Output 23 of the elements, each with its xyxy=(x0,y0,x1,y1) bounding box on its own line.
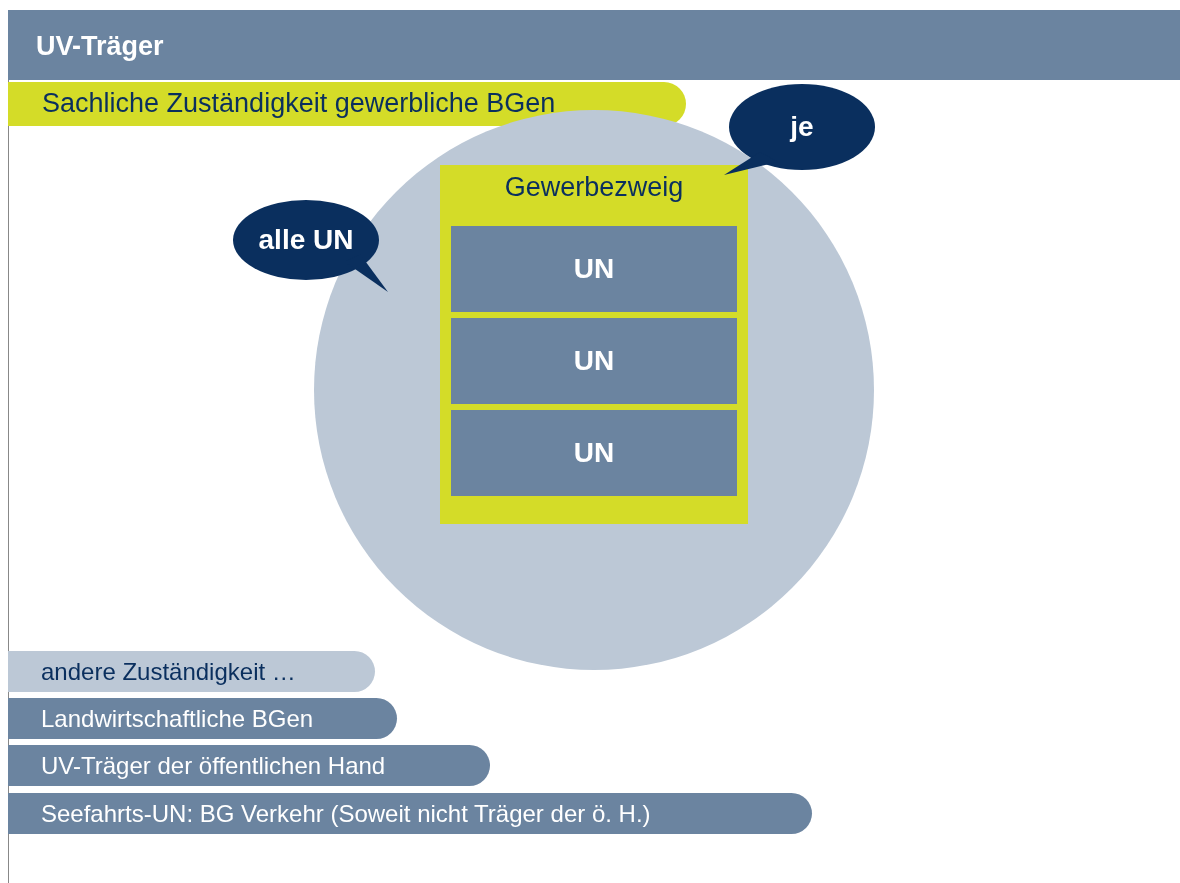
label: Landwirtschaftliche BGen xyxy=(41,705,314,732)
company-box xyxy=(451,226,737,312)
label: alle UN xyxy=(258,224,354,256)
category-band xyxy=(8,745,490,786)
label: UN xyxy=(573,437,615,469)
label: UV-Träger der öffentlichen Hand xyxy=(41,752,386,779)
label: UN xyxy=(573,345,615,377)
label: Seefahrts-UN: BG Verkehr (Soweit nicht Träger der ö. H.) xyxy=(41,800,651,827)
title: UV-Träger xyxy=(36,31,164,62)
branch-box xyxy=(440,165,748,524)
category-band xyxy=(8,651,375,692)
label: Sachliche Zuständigkeit gewerbliche BGen xyxy=(42,89,556,119)
label: je xyxy=(790,111,814,143)
speech-bubble xyxy=(724,82,876,177)
company-box xyxy=(451,410,737,496)
heading-band xyxy=(8,82,686,126)
speech-bubble xyxy=(232,198,390,294)
category-band xyxy=(8,793,812,834)
category-band xyxy=(8,698,397,739)
company-box xyxy=(451,318,737,404)
label: UN xyxy=(573,253,615,285)
label: andere Zuständigkeit … xyxy=(41,658,296,685)
label: Gewerbezweig xyxy=(504,173,684,203)
